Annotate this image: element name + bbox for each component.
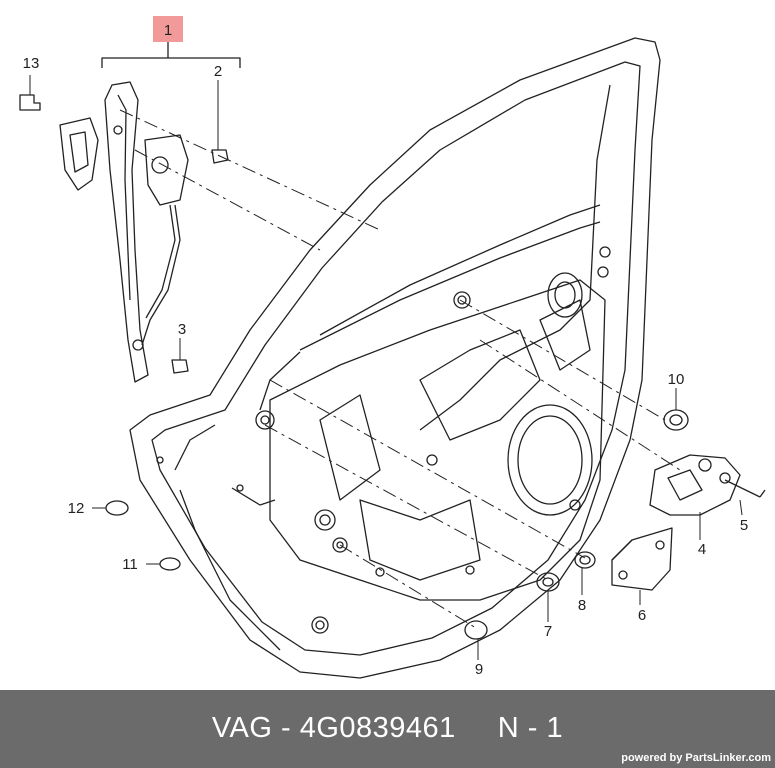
callout-13: 13 (23, 55, 40, 72)
leader-lines (29, 75, 743, 660)
part-number: VAG - 4G0839461 (211, 712, 456, 744)
assembly-lines (119, 109, 681, 629)
powered-by-credit[interactable]: powered by PartsLinker.com (621, 752, 771, 764)
position-label: N - 1 (497, 712, 564, 744)
callout-1: 1 (164, 22, 172, 39)
fasteners (19, 94, 689, 640)
window-motor (649, 454, 766, 516)
callout-2: 2 (214, 63, 222, 80)
callout-12: 12 (68, 500, 85, 517)
callout-bracket (101, 42, 241, 68)
callout-9: 9 (475, 661, 483, 678)
callout-3: 3 (178, 321, 186, 338)
window-regulator (59, 81, 189, 383)
door-inner-panel (156, 246, 611, 634)
exploded-door-diagram: 1 2 3 4 5 6 7 8 9 10 11 12 13 (19, 16, 766, 679)
callout-1-highlight (153, 16, 183, 42)
footer-title: VAG - 4G0839461 N - 1 (0, 712, 775, 745)
control-unit (611, 527, 673, 591)
callout-11: 11 (122, 556, 138, 573)
callout-5: 5 (740, 517, 748, 534)
callout-6: 6 (638, 607, 646, 624)
callout-4: 4 (698, 541, 706, 558)
footer-bar (0, 690, 775, 768)
callout-10: 10 (668, 371, 685, 388)
callout-7: 7 (544, 623, 552, 640)
callout-8: 8 (578, 597, 586, 614)
door-frame (129, 37, 661, 679)
